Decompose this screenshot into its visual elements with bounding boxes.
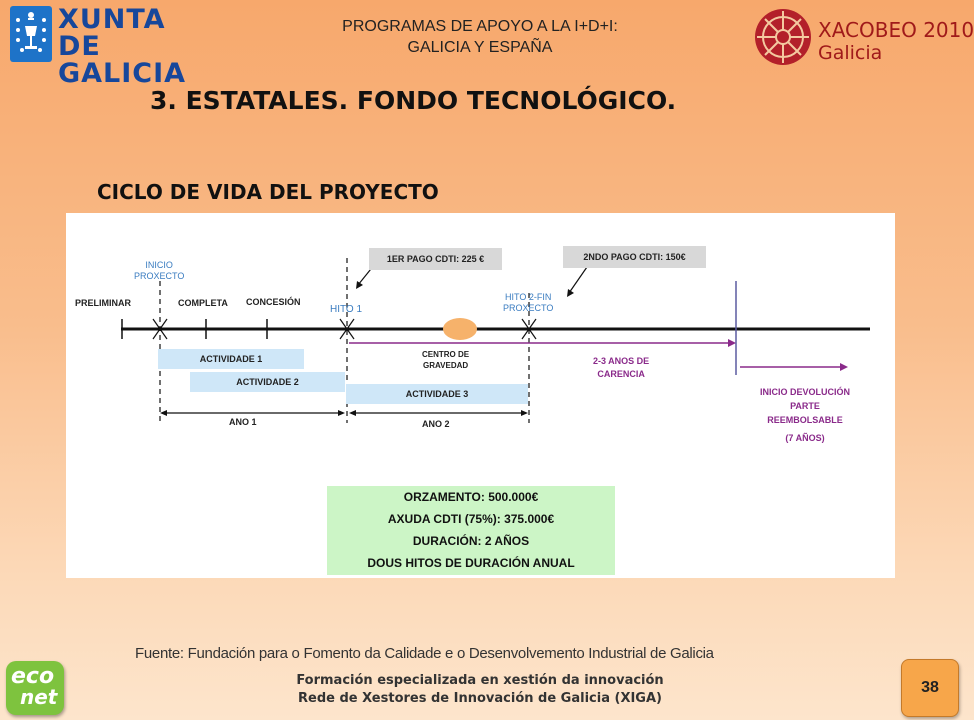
budget-line-axuda: AXUDA CDTI (75%): 375.000€ bbox=[387, 512, 555, 526]
carencia-line1: 2-3 ANOS DE bbox=[593, 356, 650, 366]
logo-word-xunta: XUNTA bbox=[58, 4, 166, 35]
devolucion-line2: PARTE bbox=[790, 401, 820, 411]
hito2-fin-line2: PROXECTO bbox=[503, 303, 554, 313]
xunta-de-galicia-logo: XUNTA DE GALICIA bbox=[10, 4, 195, 87]
pago2-callout: 2NDO PAGO CDTI: 150€ bbox=[563, 246, 706, 268]
centro-gravedad-line2: GRAVEDAD bbox=[422, 361, 469, 370]
slide-title: 3. ESTATALES. FONDO TECNOLÓGICO. bbox=[150, 86, 677, 115]
inicio-proxecto-line2: PROXECTO bbox=[134, 271, 185, 281]
pago1-callout: 1ER PAGO CDTI: 225 € bbox=[369, 248, 502, 270]
econet-logo: eco net bbox=[6, 661, 64, 715]
actividade-3-bar: ACTIVIDADE 3 bbox=[346, 384, 528, 404]
econet-logo-net: net bbox=[20, 685, 58, 709]
budget-line-orzamento: ORZAMENTO: 500.000€ bbox=[403, 490, 539, 504]
actividade-2-bar: ACTIVIDADE 2 bbox=[190, 372, 345, 392]
devolucion-label: INICIO DEVOLUCIÓN PARTE REEMBOLSABLE (7 … bbox=[760, 385, 850, 445]
carencia-label: 2-3 ANOS DE CARENCIA bbox=[593, 355, 649, 381]
devolucion-line3: REEMBOLSABLE bbox=[767, 415, 843, 425]
phase-label-concesion: CONCESIÓN bbox=[246, 297, 301, 307]
header-title: PROGRAMAS DE APOYO A LA I+D+I: GALICIA Y… bbox=[280, 16, 680, 58]
section-title: CICLO DE VIDA DEL PROYECTO bbox=[97, 180, 439, 204]
xacobeo-rose-icon bbox=[752, 6, 814, 68]
actividade-1-bar: ACTIVIDADE 1 bbox=[158, 349, 304, 369]
inicio-proxecto-line1: INICIO bbox=[145, 260, 173, 270]
ano1-label: ANO 1 bbox=[229, 417, 257, 427]
page-number: 38 bbox=[901, 659, 959, 717]
footer-text: Formación especializada en xestión da in… bbox=[200, 672, 760, 708]
phase-label-preliminar: PRELIMINAR bbox=[75, 298, 131, 308]
logo-word-de-galicia: DE GALICIA bbox=[58, 31, 187, 89]
xacobeo-logo-line2: Galicia bbox=[818, 42, 883, 64]
pago2-pointer bbox=[568, 266, 588, 294]
ano2-label: ANO 2 bbox=[422, 419, 450, 429]
phase-label-completa: COMPLETA bbox=[178, 298, 228, 308]
devolucion-line4: (7 AÑOS) bbox=[785, 433, 825, 443]
budget-line-hitos: DOUS HITOS DE DURACIÓN ANUAL bbox=[367, 556, 575, 570]
hito2-fin-label: HITO 2-FIN PROXECTO bbox=[503, 292, 553, 314]
diagram-lines bbox=[121, 258, 870, 423]
econet-logo-eco: eco bbox=[11, 664, 55, 689]
inicio-proxecto-label: INICIO PROXECTO bbox=[134, 260, 184, 282]
budget-summary-box: ORZAMENTO: 500.000€ AXUDA CDTI (75%): 37… bbox=[327, 486, 615, 575]
xacobeo-logo-line1: XACOBEO 2010 bbox=[818, 18, 974, 42]
budget-line-duracion: DURACIÓN: 2 AÑOS bbox=[412, 534, 530, 548]
marker-hito1 bbox=[339, 318, 355, 340]
galicia-shield-icon bbox=[10, 6, 52, 62]
source-note: Fuente: Fundación para o Fomento da Cali… bbox=[135, 645, 714, 662]
footer-line1: Formación especializada en xestión da in… bbox=[296, 673, 664, 688]
gravity-oval bbox=[443, 318, 477, 340]
header-title-line1: PROGRAMAS DE APOYO A LA I+D+I: bbox=[342, 18, 618, 35]
xacobeo-logo: XACOBEO 2010 Galicia bbox=[752, 6, 974, 70]
centro-gravedad-line1: CENTRO DE bbox=[422, 350, 470, 359]
hito2-fin-line1: HITO 2-FIN bbox=[505, 292, 552, 302]
carencia-line2: CARENCIA bbox=[597, 369, 645, 379]
header-title-line2: GALICIA Y ESPAÑA bbox=[407, 39, 553, 56]
footer-line2: Rede de Xestores de Innovación de Galici… bbox=[298, 691, 662, 706]
centro-gravedad-label: CENTRO DE GRAVEDAD bbox=[422, 349, 469, 371]
hito1-label: HITO 1 bbox=[330, 304, 363, 315]
devolucion-line1: INICIO DEVOLUCIÓN bbox=[760, 387, 851, 397]
